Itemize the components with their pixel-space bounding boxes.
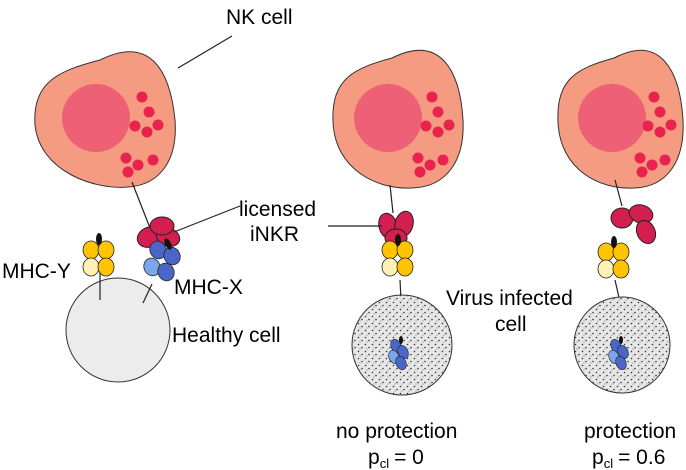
- virus-infected-label-cell: cell: [495, 313, 527, 336]
- panel-protection: [557, 50, 684, 394]
- mhc-x-stalk-1: [142, 283, 153, 304]
- pcl-value: = 0.6: [618, 446, 665, 469]
- virus-infected-cell-1: [351, 294, 453, 396]
- pcl-value: = 0: [394, 446, 424, 469]
- no-protection-caption: no protection: [336, 420, 457, 443]
- nk-nucleus-3: [578, 84, 646, 152]
- protection-pcl: pcl = 0.6: [592, 446, 665, 470]
- mhc-y-1: [82, 233, 115, 277]
- receptor-stalk-1: [131, 181, 151, 229]
- pcl-symbol: p: [592, 446, 604, 469]
- receptor-stalk-3: [614, 179, 623, 207]
- mhc-y-3: [597, 236, 630, 279]
- nk-nucleus-2: [354, 84, 422, 152]
- pcl-symbol: p: [368, 446, 380, 469]
- inkr-leader-line-1: [173, 205, 241, 233]
- inkr-label: iNKR: [250, 223, 299, 246]
- protection-caption: protection: [584, 420, 676, 443]
- licensed-label: licensed: [239, 198, 316, 221]
- healthy-cell-label: Healthy cell: [172, 324, 281, 347]
- nk-nucleus-1: [62, 84, 130, 152]
- pcl-subscript: cl: [604, 456, 614, 470]
- licensed-inkr-1: [136, 216, 181, 248]
- no-protection-pcl: pcl = 0: [368, 446, 424, 470]
- virus-infected-label: Virus infected: [446, 287, 573, 310]
- licensed-inkr-3: [610, 204, 657, 245]
- mhc-x-1: [143, 238, 181, 282]
- mhc-x-internal-2: [608, 336, 629, 370]
- mhc-y-label: MHC-Y: [2, 260, 71, 283]
- virus-infected-cell-2: [573, 296, 671, 394]
- nk-cell-leader-line: [177, 35, 233, 69]
- granules-1: [120, 91, 164, 178]
- mhc-y-2: [381, 234, 414, 277]
- healthy-cell: [65, 277, 171, 383]
- mhc-x-label: MHC-X: [174, 276, 243, 299]
- panel-healthy: [34, 51, 181, 383]
- granules-2: [412, 91, 455, 178]
- nk-cell-label: NK cell: [226, 6, 293, 29]
- pcl-subscript: cl: [380, 456, 390, 470]
- panel-no-protection: [332, 49, 464, 396]
- mhc-x-internal-1: [388, 336, 409, 370]
- granules-3: [634, 91, 677, 178]
- receptor-stalk-2: [389, 184, 394, 214]
